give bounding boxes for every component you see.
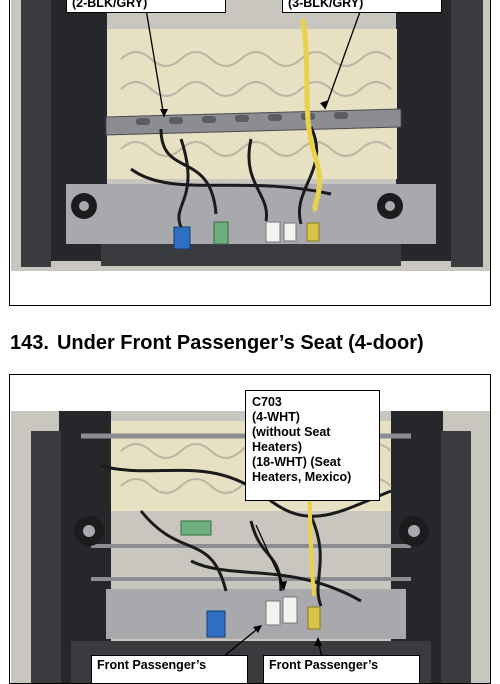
callout-text: (2-BLK/GRY) (72, 0, 148, 10)
seat-underside-photo-top (11, 0, 490, 305)
callout-line: (4-WHT) (252, 410, 300, 424)
section-title-text: Under Front Passenger’s Seat (4-door) (56, 332, 424, 354)
callout-line: Heaters, Mexico) (252, 470, 352, 484)
callout-text: Front Passenger’s (269, 658, 379, 672)
callout-line: C703 (252, 395, 282, 409)
top-figure: (2-BLK/GRY) (3-BLK/GRY) (9, 0, 491, 306)
callout-front-passenger-left: Front Passenger’s (91, 655, 248, 683)
callout-line: Heaters) (252, 440, 303, 454)
callout-c703: C703 (4-WHT) (without Seat Heaters) (18-… (245, 390, 380, 501)
bottom-figure: C703 (4-WHT) (without Seat Heaters) (18-… (9, 374, 491, 684)
callout-3-blk-gry: (3-BLK/GRY) (282, 0, 442, 13)
callout-line: (18-WHT) (Seat (252, 455, 341, 469)
seat-frame-illustration-top (11, 0, 490, 305)
callout-text: (3-BLK/GRY) (288, 0, 364, 10)
section-number: 143. (10, 332, 49, 354)
callout-front-passenger-right: Front Passenger’s (263, 655, 420, 683)
callout-line: (without Seat (252, 425, 331, 439)
callout-2-blk-gry: (2-BLK/GRY) (66, 0, 226, 13)
callout-text: Front Passenger’s (97, 658, 207, 672)
section-heading: 143. Under Front Passenger’s Seat (4-door… (10, 330, 424, 356)
